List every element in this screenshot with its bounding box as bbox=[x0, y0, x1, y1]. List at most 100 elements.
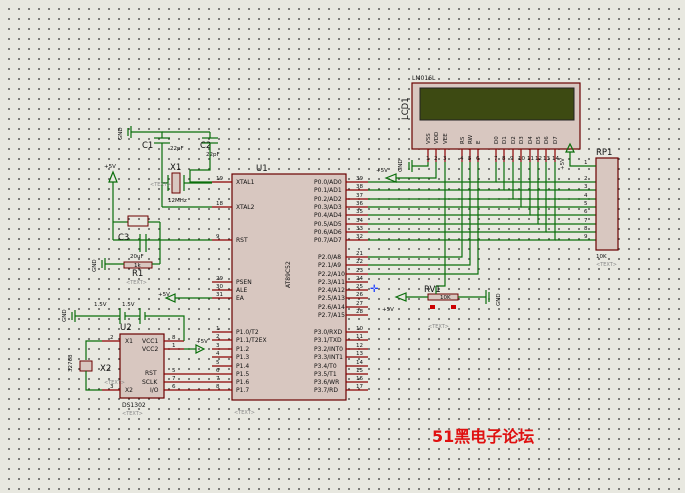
svg-text:I/O: I/O bbox=[150, 387, 159, 394]
lcd-pins: VSS VDD VEE RS RW E D0 D1 D2 D3 D4 D5 D6… bbox=[426, 132, 559, 162]
svg-text:4: 4 bbox=[584, 193, 588, 199]
svg-text:36: 36 bbox=[356, 201, 363, 207]
svg-text:29: 29 bbox=[216, 276, 223, 282]
svg-text:P2.1/A9: P2.1/A9 bbox=[318, 262, 341, 269]
oscillator-circuit: GND C1 22pF C2 22pF X1 12MHz <TEXT> bbox=[118, 126, 220, 208]
svg-text:RW: RW bbox=[468, 134, 474, 144]
svg-text:4: 4 bbox=[216, 351, 220, 357]
svg-text:DS1302: DS1302 bbox=[122, 402, 146, 409]
svg-text:R1: R1 bbox=[132, 269, 143, 279]
svg-text:5: 5 bbox=[216, 360, 220, 366]
svg-text:34: 34 bbox=[356, 218, 363, 224]
svg-text:P0.5/AD5: P0.5/AD5 bbox=[314, 221, 342, 228]
svg-text:2: 2 bbox=[434, 156, 438, 162]
svg-text:C3: C3 bbox=[118, 233, 129, 243]
svg-text:+5V: +5V bbox=[104, 164, 116, 170]
svg-text:37: 37 bbox=[356, 193, 363, 199]
svg-text:18: 18 bbox=[216, 201, 223, 207]
svg-text:P0.4/AD4: P0.4/AD4 bbox=[314, 212, 342, 219]
svg-text:+5V: +5V bbox=[196, 339, 208, 345]
svg-text:39: 39 bbox=[356, 176, 363, 182]
svg-text:P0.2/AD2: P0.2/AD2 bbox=[314, 196, 342, 203]
svg-text:22pF: 22pF bbox=[206, 152, 220, 158]
svg-text:1k: 1k bbox=[134, 263, 141, 269]
svg-text:+5V: +5V bbox=[560, 158, 566, 170]
lcd1-display[interactable]: LM016L LCD1 VSS VDD VEE RS RW E D0 D1 D2… bbox=[401, 75, 581, 162]
svg-text:P3.3/INT1: P3.3/INT1 bbox=[314, 354, 343, 361]
rv1-potentiometer[interactable]: RV1 10K <TEXT> GND +5V bbox=[382, 285, 502, 330]
svg-text:<TEXT>: <TEXT> bbox=[122, 411, 143, 417]
svg-text:2: 2 bbox=[110, 335, 114, 341]
svg-text:12: 12 bbox=[356, 343, 363, 349]
svg-text:26: 26 bbox=[356, 292, 363, 298]
svg-text:19: 19 bbox=[216, 176, 223, 182]
svg-text:GND: GND bbox=[62, 309, 68, 322]
svg-text:1: 1 bbox=[426, 156, 430, 162]
svg-text:13: 13 bbox=[356, 351, 363, 357]
svg-text:+5V: +5V bbox=[158, 292, 170, 298]
svg-text:25: 25 bbox=[356, 284, 363, 290]
svg-text:ALE: ALE bbox=[236, 287, 247, 294]
svg-text:<TEXT>: <TEXT> bbox=[428, 324, 449, 330]
svg-text:7: 7 bbox=[216, 376, 220, 382]
forum-watermark: 51黑电子论坛 bbox=[432, 427, 534, 446]
svg-text:2: 2 bbox=[216, 334, 220, 340]
rp1-resistor-pack[interactable]: RP1 10K <TEXT> +5V 1 2 3 4 5 6 7 8 9 bbox=[560, 142, 619, 268]
svg-text:9: 9 bbox=[216, 234, 220, 240]
svg-text:SCLK: SCLK bbox=[142, 379, 158, 386]
svg-text:32768: 32768 bbox=[68, 354, 74, 372]
lcd-power-wiring: GND +5V bbox=[376, 159, 446, 287]
svg-text:10K: 10K bbox=[596, 254, 607, 260]
svg-text:D2: D2 bbox=[511, 136, 517, 144]
svg-text:35: 35 bbox=[356, 209, 363, 215]
svg-text:<TEXT>: <TEXT> bbox=[596, 262, 617, 268]
svg-text:P0.6/AD6: P0.6/AD6 bbox=[314, 229, 342, 236]
svg-text:5: 5 bbox=[468, 156, 472, 162]
svg-text:P1.5: P1.5 bbox=[236, 371, 249, 378]
svg-text:P2.4/A12: P2.4/A12 bbox=[318, 287, 345, 294]
svg-text:20uF: 20uF bbox=[130, 254, 144, 260]
svg-text:P2.5/A13: P2.5/A13 bbox=[318, 295, 345, 302]
svg-text:1: 1 bbox=[172, 343, 176, 349]
svg-text:P2.7/A15: P2.7/A15 bbox=[318, 312, 345, 319]
svg-text:P0.3/AD3: P0.3/AD3 bbox=[314, 204, 342, 211]
svg-text:P3.1/TXD: P3.1/TXD bbox=[314, 337, 342, 344]
svg-text:P1.1/T2EX: P1.1/T2EX bbox=[236, 337, 267, 344]
svg-text:10K: 10K bbox=[440, 295, 451, 301]
svg-text:16: 16 bbox=[356, 376, 363, 382]
svg-text:X2: X2 bbox=[100, 364, 111, 374]
svg-text:27: 27 bbox=[356, 301, 363, 307]
lcd-screen bbox=[419, 87, 575, 121]
svg-text:10: 10 bbox=[356, 326, 363, 332]
svg-text:10: 10 bbox=[518, 156, 525, 162]
svg-text:VDD: VDD bbox=[434, 132, 440, 144]
u2-rtc[interactable]: U2 X1 VCC1 VCC2 RST SCLK I/O X2 DS1302 <… bbox=[102, 323, 212, 417]
svg-text:13: 13 bbox=[543, 156, 550, 162]
svg-text:<TEXT>: <TEXT> bbox=[104, 380, 125, 386]
svg-text:U2: U2 bbox=[120, 323, 132, 333]
svg-text:P1.6: P1.6 bbox=[236, 379, 249, 386]
svg-text:P0.0/AD0: P0.0/AD0 bbox=[314, 179, 342, 186]
svg-text:VEE: VEE bbox=[443, 133, 449, 144]
reset-button bbox=[127, 215, 149, 227]
svg-text:7: 7 bbox=[584, 218, 588, 224]
svg-text:P1.7: P1.7 bbox=[236, 387, 249, 394]
svg-text:P1.2: P1.2 bbox=[236, 346, 249, 353]
svg-text:2: 2 bbox=[584, 176, 588, 182]
svg-text:1.5V: 1.5V bbox=[94, 302, 107, 308]
svg-text:12: 12 bbox=[535, 156, 542, 162]
svg-text:P1.3: P1.3 bbox=[236, 354, 249, 361]
svg-text:P3.4/T0: P3.4/T0 bbox=[314, 363, 337, 370]
svg-text:RST: RST bbox=[145, 370, 157, 377]
svg-text:1.5V: 1.5V bbox=[122, 302, 135, 308]
svg-text:D6: D6 bbox=[544, 136, 550, 144]
svg-text:P2.0/A8: P2.0/A8 bbox=[318, 254, 341, 261]
r1-resistor bbox=[123, 261, 153, 269]
svg-text:7: 7 bbox=[494, 156, 498, 162]
svg-text:P1.0/T2: P1.0/T2 bbox=[236, 329, 259, 336]
svg-text:8: 8 bbox=[172, 335, 176, 341]
svg-text:22pF: 22pF bbox=[170, 146, 184, 152]
